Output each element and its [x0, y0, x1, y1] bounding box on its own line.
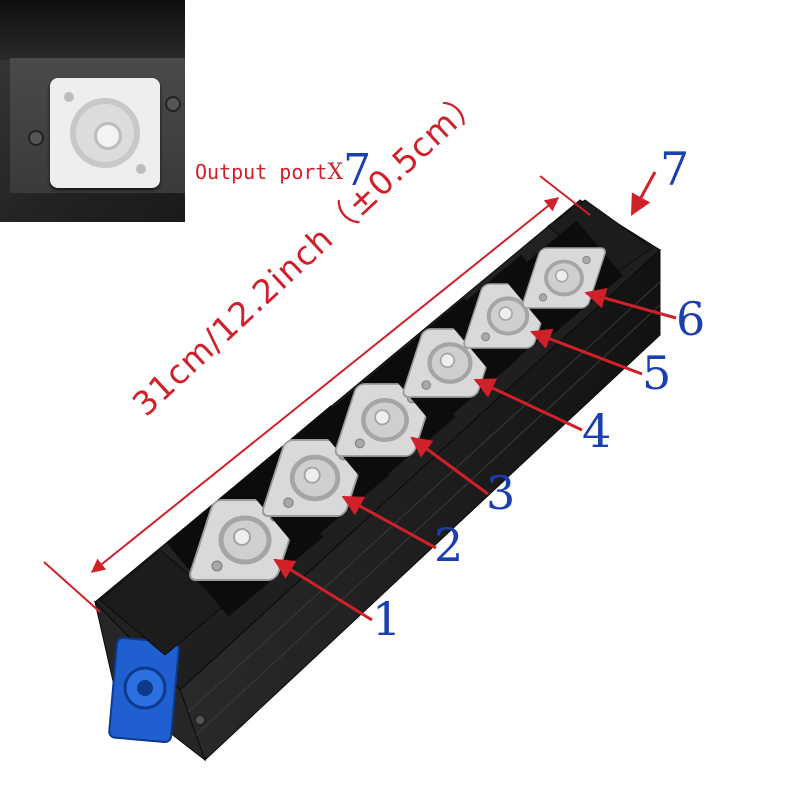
- screw-icon: [165, 96, 181, 112]
- dimension-line: [43, 175, 591, 613]
- port-label-7: 7: [660, 142, 690, 196]
- port-label-3: 3: [486, 466, 516, 520]
- port-label-5: 5: [642, 346, 672, 400]
- caption-count: 7: [343, 145, 372, 196]
- screw-icon: [64, 92, 74, 102]
- caption-times: X: [327, 160, 344, 185]
- screw-icon: [194, 714, 206, 726]
- port-label-2: 2: [434, 518, 464, 572]
- arrow-icon: [584, 287, 677, 320]
- input-connector-icon: [108, 636, 180, 744]
- caption-text: Output port: [195, 160, 328, 184]
- socket-ring: [70, 98, 140, 168]
- inset-housing-top: [0, 0, 185, 60]
- inset-closeup: [0, 0, 185, 222]
- arrow-icon: [630, 171, 657, 216]
- socket-core: [94, 122, 122, 150]
- port-label-6: 6: [676, 292, 706, 346]
- output-port-caption: Output portX7: [195, 145, 371, 196]
- port-label-1: 1: [372, 592, 402, 646]
- power-socket-icon: [50, 78, 160, 188]
- screw-icon: [136, 164, 146, 174]
- screw-icon: [28, 130, 44, 146]
- port-label-4: 4: [582, 404, 612, 458]
